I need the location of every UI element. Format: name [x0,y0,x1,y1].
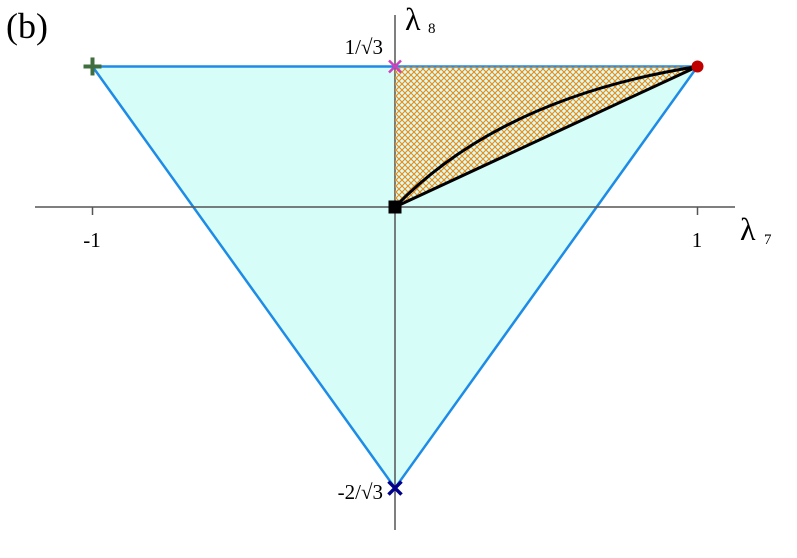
y-tick-label-bottom: -2/√3 [338,480,383,504]
black-square-marker [388,200,402,214]
blue-x-stroke [387,480,403,496]
plus-marker [83,57,102,76]
y-axis-label: λ 8 [405,1,436,37]
x-axis-label: λ 7 [740,211,772,248]
panel-label: (b) [6,6,48,46]
x-axis-symbol: λ [740,211,756,247]
x-tick-label-one: 1 [692,228,703,252]
magenta-x-marker [388,59,402,74]
y-axis-symbol: λ [405,1,421,37]
y-tick-label-top: 1/√3 [345,35,383,59]
boundary-chord [394,65,699,209]
boundary-curve [393,64,698,209]
x-tick-label-minus-one: -1 [83,228,101,252]
blue-x-marker [387,480,403,496]
magenta-x-stroke [388,59,402,74]
y-axis-subscript: 8 [428,21,436,37]
x-axis-subscript: 7 [764,232,772,248]
red-dot-marker [691,60,704,73]
